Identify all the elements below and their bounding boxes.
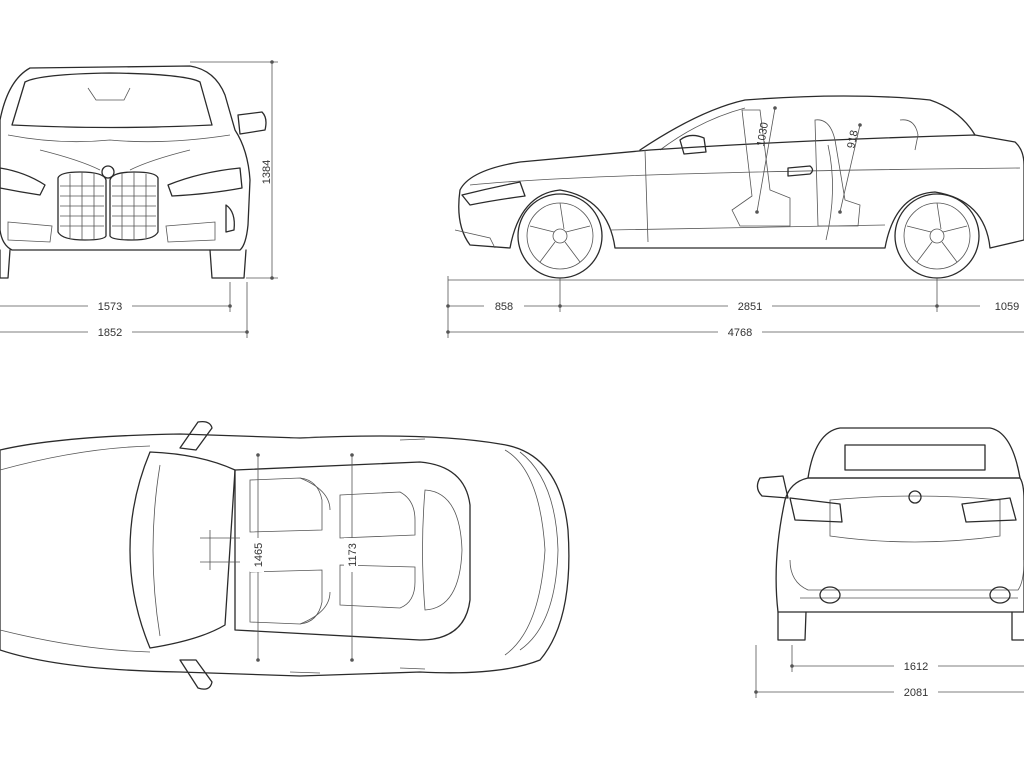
interior-width-front-label: 1465 (253, 543, 265, 567)
kidney-grille (57, 171, 159, 241)
front-wheel (517, 193, 603, 279)
exhaust-right-icon (989, 586, 1011, 604)
rear-overhang-label: 1059 (995, 301, 1019, 313)
front-height-label: 1384 (261, 160, 273, 184)
interior-width-rear-label: 1173 (347, 543, 359, 567)
top-view: 1465 1173 (0, 420, 570, 690)
rear-width-mirrors-label: 2081 (904, 687, 928, 699)
front-overall-width-label: 1852 (98, 327, 122, 339)
wheelbase-label: 2851 (738, 301, 762, 313)
headroom-front-label: 1030 (755, 121, 771, 147)
front-track-label: 1573 (98, 301, 122, 313)
bmw-logo-icon (101, 165, 115, 179)
side-view: 1030 918 858 2851 1059 4768 (446, 95, 1024, 339)
rear-wheel (894, 193, 980, 279)
overall-length-label: 4768 (728, 327, 752, 339)
front-overhang-label: 858 (495, 301, 513, 313)
bmw-logo-rear-icon (908, 490, 922, 504)
front-view: 1384 1573 1852 (0, 60, 278, 339)
rear-track-label: 1612 (904, 661, 928, 673)
headroom-rear-label: 918 (845, 129, 861, 149)
rear-view: 1612 2081 (754, 427, 1024, 699)
exhaust-left-icon (819, 586, 841, 604)
